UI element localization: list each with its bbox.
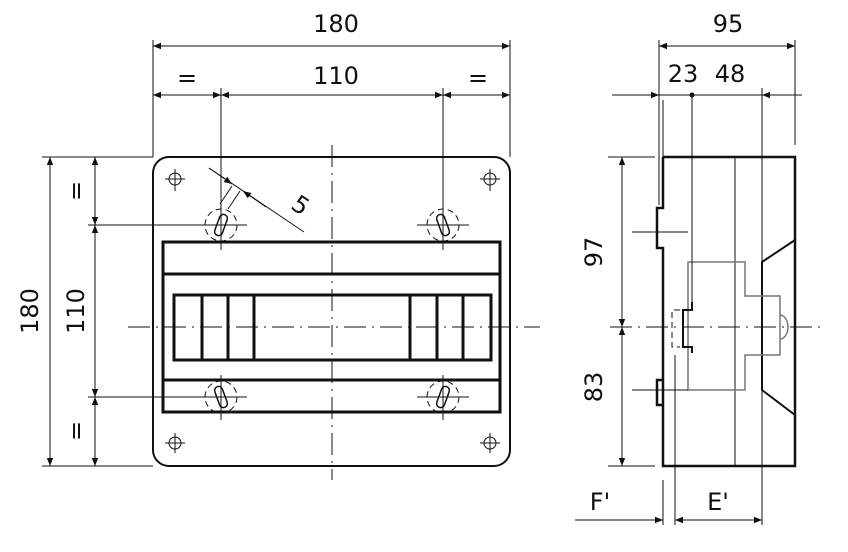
enclosure-outline <box>152 156 511 467</box>
side-view: 95 23 48 97 83 F' E' <box>575 10 820 525</box>
dim-overall-width: 180 <box>313 10 359 38</box>
dim-83: 83 <box>580 372 608 403</box>
dim-slot-width: 5 <box>286 189 314 221</box>
hole-axis-lines <box>42 40 511 467</box>
cover-profile <box>761 239 796 416</box>
dim-hole-width: 110 <box>313 62 359 90</box>
corner-hole-icon <box>165 169 500 453</box>
equal-mark-top: = <box>62 181 90 201</box>
equal-mark-left: = <box>177 64 197 92</box>
equal-mark-bottom: = <box>62 421 90 441</box>
dim-hole-height: 110 <box>62 288 90 334</box>
dim-point <box>689 92 695 98</box>
dim-overall-height: 180 <box>16 288 44 334</box>
side-extension-lines <box>608 40 796 525</box>
din-rail-profile <box>682 302 693 353</box>
dim-23: 23 <box>668 60 699 88</box>
breaker-profile <box>687 261 789 391</box>
side-enclosure-outline <box>655 155 797 468</box>
front-view: 180 110 = = 180 110 = = 5 <box>16 10 540 480</box>
dim-48: 48 <box>715 60 746 88</box>
label-e-prime: E' <box>707 488 729 516</box>
dim-97: 97 <box>580 237 608 268</box>
dim-overall-depth: 95 <box>713 10 744 38</box>
label-f-prime: F' <box>590 488 610 516</box>
slot-width-dimension: 5 <box>208 167 315 233</box>
equal-mark-right: = <box>468 64 488 92</box>
